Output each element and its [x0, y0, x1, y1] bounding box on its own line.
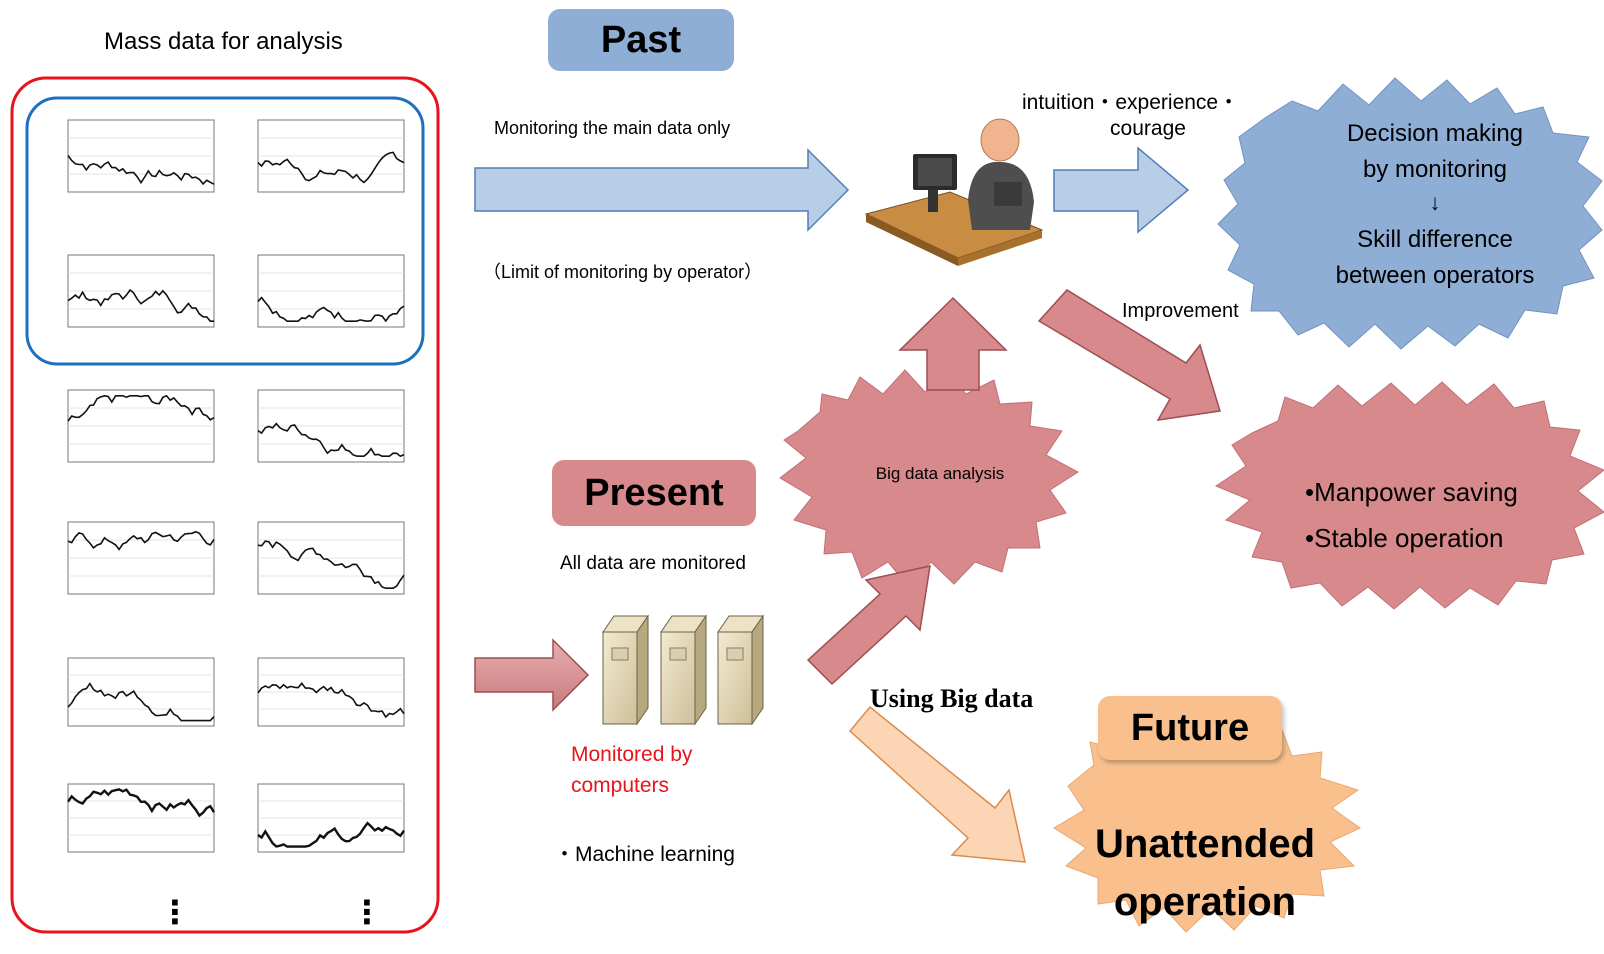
big-data-analysis-text: Big data analysis [875, 464, 1005, 483]
ellipsis-left: ⋮ [159, 894, 191, 930]
thumbnail-line [67, 788, 216, 818]
operator-icon [864, 118, 1044, 266]
operator-factors-line2: courage [1110, 117, 1186, 140]
thumbnail-line [67, 394, 215, 422]
using-big-data-text: Using Big data [870, 684, 1034, 713]
improvement-arrow [1037, 289, 1221, 421]
thumbnail-line [257, 422, 405, 458]
limit-of-monitoring-text: （Limit of monitoring by operator） [483, 262, 763, 282]
past-decision-arrow [1053, 146, 1190, 234]
decision-line1: Decision making [1346, 120, 1524, 147]
up-arrow-to-operator [898, 296, 1008, 391]
main-data-frame [25, 96, 425, 366]
unattended-line2: operation [1113, 880, 1297, 924]
present-input-arrow [474, 638, 590, 712]
present-label: Present [552, 460, 756, 526]
future-arrow [848, 705, 1026, 863]
thumbnail-line [257, 151, 405, 184]
future-label: Future [1098, 696, 1282, 760]
all-data-monitored-text: All data are monitored [560, 553, 746, 574]
thumbnail-line [257, 682, 405, 719]
thumbnail-line [67, 682, 215, 722]
thumbnail-line [67, 288, 214, 323]
monitoring-main-data-text: Monitoring the main data only [494, 118, 731, 138]
servers-to-analysis-arrow [806, 565, 931, 686]
past-label: Past [548, 9, 734, 71]
decision-line4: between operators [1335, 262, 1535, 289]
unattended-line1: Unattended [1095, 822, 1315, 866]
decision-arrow-glyph: ↓ [1429, 190, 1441, 215]
machine-learning-text: ・Machine learning [554, 843, 735, 866]
outcome-line2: •Stable operation [1305, 523, 1504, 553]
improvement-label: Improvement [1122, 300, 1239, 322]
monitored-by-line2: computers [571, 774, 670, 797]
thumbnail-line [67, 530, 215, 551]
thumbnail-line [257, 540, 405, 590]
servers-icon [602, 614, 764, 726]
thumbnail-line [257, 821, 405, 848]
monitored-by-line1: Monitored by [571, 743, 693, 766]
operator-factors-line1: intuition・experience・ [1022, 91, 1240, 114]
big-data-starburst [779, 369, 1079, 587]
thumbnail-line [67, 155, 215, 186]
decision-line3: Skill difference [1357, 226, 1513, 253]
ellipsis-right: ⋮ [351, 894, 383, 930]
past-monitoring-arrow [474, 148, 850, 232]
thumbnail-line [257, 296, 405, 323]
mass-data-title: Mass data for analysis [104, 28, 343, 55]
decision-line2: by monitoring [1362, 156, 1508, 183]
decision-starburst [1217, 77, 1603, 350]
data-thumbnails [67, 119, 405, 853]
outcome-starburst [1214, 381, 1604, 610]
outcome-line1: •Manpower saving [1305, 477, 1518, 507]
mass-data-frame [10, 76, 440, 934]
